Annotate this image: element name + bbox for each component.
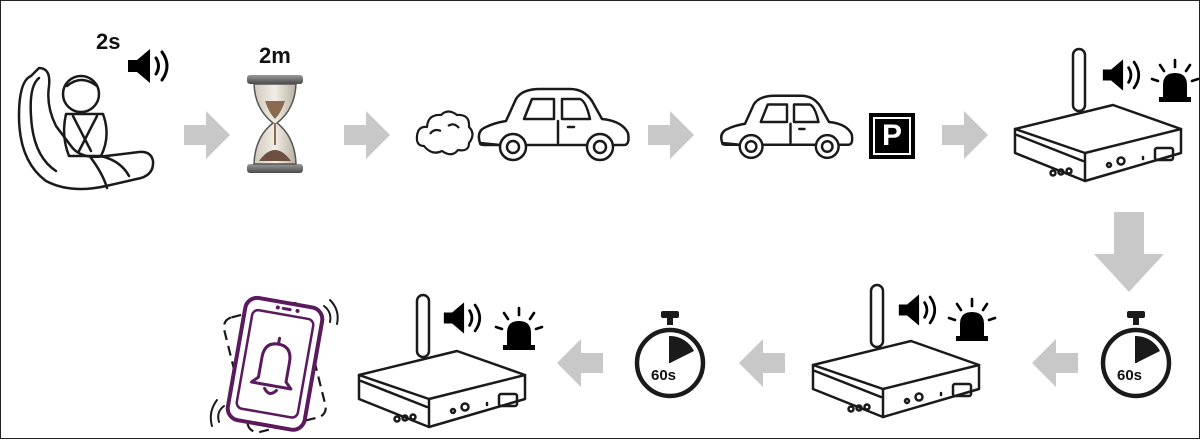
siren-icon [948,298,996,342]
speaker-icon [126,45,176,87]
parking-sign-icon: P [869,113,915,159]
speaker-icon [1101,55,1147,95]
hourglass-icon [245,75,305,173]
wait-time-label: 2m [259,43,291,69]
siren-icon [495,307,543,351]
exhaust-cloud-icon [414,106,476,158]
car-driving-icon [474,87,634,167]
timer-label: 60s [1117,367,1142,384]
timer-label: 60s [651,367,676,384]
flow-arrow-right [184,111,230,159]
speaker-icon [442,298,488,338]
speaker-icon [897,290,943,330]
stopwatch-icon [1099,311,1173,401]
flow-arrow-left [1032,339,1078,387]
flow-arrow-left [739,339,785,387]
stopwatch-icon [633,311,707,401]
flow-arrow-right [344,111,390,159]
flow-arrow-right [648,111,694,159]
beep-duration-label: 2s [96,29,120,55]
siren-icon [1151,59,1199,103]
smartphone-alert-icon [206,294,346,434]
flow-arrow-right [942,111,988,159]
parking-sign-label: P [869,113,915,159]
flow-arrow-down [1094,212,1164,292]
car-parked-icon [717,93,857,165]
flow-arrow-left [557,339,603,387]
